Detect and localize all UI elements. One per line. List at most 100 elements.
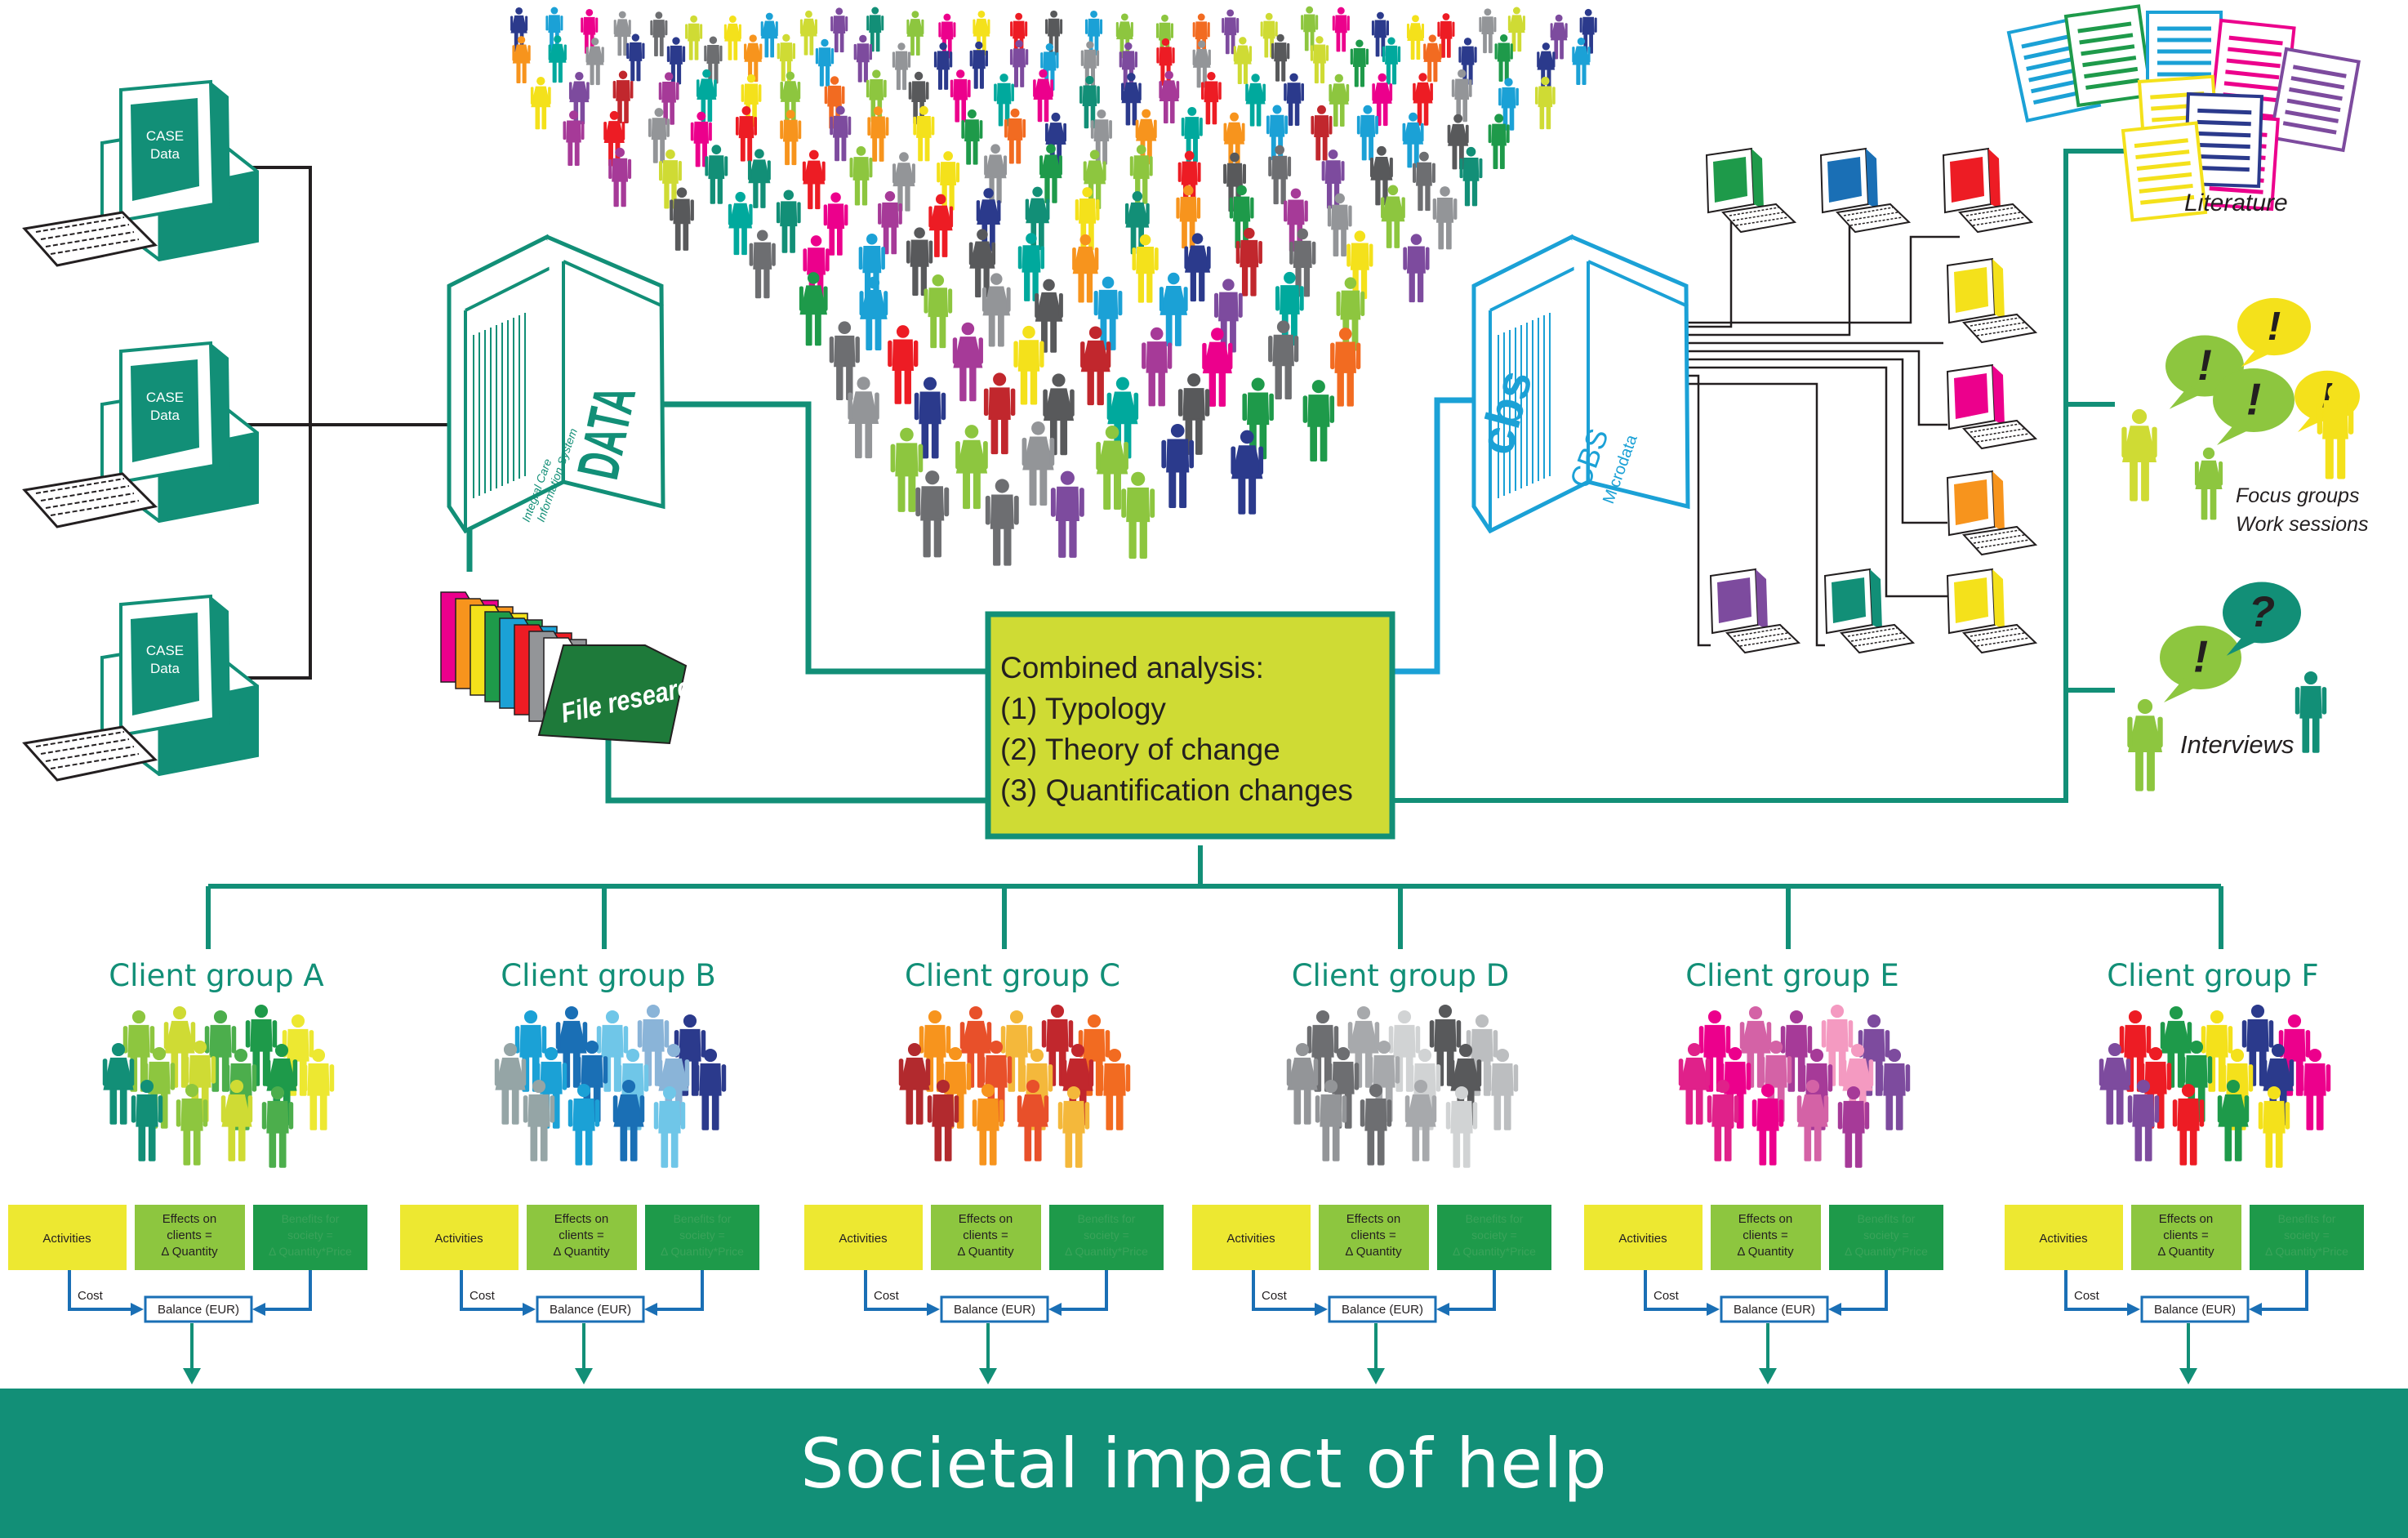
person-male-icon [1222, 9, 1240, 55]
bubble-mark: ? [2249, 588, 2275, 636]
cost-label: Cost [874, 1289, 900, 1303]
terminal-screen [1954, 577, 1988, 623]
terminal-screen [1832, 577, 1866, 623]
speech-bubble-icon: ? [2223, 582, 2301, 656]
person-male-icon [1494, 34, 1513, 82]
person-female-icon [955, 425, 988, 510]
person-male-icon [1579, 8, 1597, 54]
person-male-icon [830, 7, 848, 53]
person-male-icon [866, 69, 887, 123]
cbs-to-center-line [1392, 397, 1482, 675]
terminal-screen [1827, 157, 1862, 203]
effects-box [527, 1205, 637, 1270]
cost-label: Cost [470, 1289, 496, 1303]
benefits-label: Δ Quantity*Price [1065, 1245, 1148, 1258]
document-icon [2121, 121, 2208, 222]
activities-box [8, 1205, 127, 1270]
cost-arrow [1644, 1270, 1707, 1311]
benefit-arrowhead [1436, 1303, 1449, 1316]
person-male-icon [1458, 38, 1477, 86]
benefits-label: society = [1863, 1228, 1909, 1242]
person-male-icon [1534, 76, 1556, 130]
person-female-icon [1369, 145, 1393, 206]
person-female-icon [1406, 15, 1425, 60]
benefits-label: Benefits for [1858, 1212, 1916, 1225]
person-female-icon [2194, 447, 2223, 520]
impact-arrowhead [2179, 1368, 2197, 1384]
benefits-label: society = [287, 1228, 333, 1242]
person-male-icon [1336, 277, 1365, 351]
benefit-arrow [265, 1270, 312, 1311]
person-male-icon [1093, 276, 1123, 350]
combined-analysis-box: Combined analysis:(1) Typology(2) Theory… [985, 611, 1395, 840]
person-male-icon [694, 1048, 727, 1130]
effects-box [931, 1205, 1041, 1270]
person-female-icon [1550, 14, 1568, 60]
sources-to-center-line [1392, 149, 2131, 803]
person-male-icon [261, 1086, 294, 1168]
benefits-box [253, 1205, 367, 1270]
person-male-icon [563, 110, 585, 167]
balance-label: Balance (EUR) [1342, 1303, 1423, 1317]
terminal-icon [1823, 568, 1916, 654]
person-male-icon [913, 105, 935, 162]
person-male-icon [735, 106, 758, 162]
cost-label: Cost [2074, 1289, 2100, 1303]
effects-box [135, 1205, 245, 1270]
person-female-icon [1796, 1079, 1829, 1161]
benefits-label: society = [2284, 1228, 2330, 1242]
person-male-icon [915, 470, 950, 558]
activities-label: Activities [839, 1232, 887, 1246]
person-female-icon [892, 152, 915, 212]
person-female-icon [1233, 37, 1253, 85]
screen-label: CASE [146, 390, 184, 405]
cost-arrow [460, 1270, 523, 1311]
balance-box [940, 1295, 1049, 1323]
person-male-icon [1479, 8, 1497, 54]
person-female-icon [1347, 1005, 1380, 1088]
person-female-icon [1404, 1079, 1437, 1161]
person-female-icon [696, 69, 717, 123]
benefits-label: Benefits for [1078, 1212, 1136, 1225]
impact-arrowhead [183, 1368, 201, 1384]
cost-arrowhead [523, 1303, 536, 1316]
person-male-icon [670, 187, 694, 251]
benefit-arrow [1841, 1270, 1888, 1311]
balance-box [2140, 1295, 2250, 1323]
person-male-icon [685, 15, 703, 60]
person-male-icon [830, 105, 852, 162]
person-female-icon [1072, 234, 1099, 303]
person-female-icon [728, 191, 753, 256]
benefit-arrowhead [252, 1303, 265, 1316]
person-male-icon [888, 325, 919, 404]
terminal-icon [1946, 363, 2038, 450]
person-male-icon [1459, 146, 1483, 207]
benefit-arrowhead [644, 1303, 657, 1316]
effects-label: Effects on [1346, 1212, 1400, 1226]
person-female-icon [2217, 1079, 2250, 1161]
impact-arrowhead [1367, 1368, 1385, 1384]
person-female-icon [1035, 279, 1063, 353]
activities-label: Activities [42, 1232, 91, 1246]
person-male-icon [1356, 105, 1378, 161]
connector-lines [206, 149, 2223, 949]
person-male-icon [969, 41, 988, 89]
person-male-icon [1350, 39, 1369, 87]
person-male-icon [704, 36, 723, 84]
person-male-icon [777, 33, 796, 82]
cost-arrow [1252, 1270, 1315, 1311]
person-female-icon [1192, 40, 1211, 88]
effects-label: Effects on [1738, 1212, 1792, 1226]
cost-arrow [864, 1270, 927, 1311]
person-female-icon [1231, 430, 1264, 515]
person-male-icon [906, 227, 933, 296]
person-female-icon [1159, 70, 1180, 124]
work-sessions-label: Work sessions [2236, 513, 2369, 536]
person-female-icon [802, 149, 826, 210]
